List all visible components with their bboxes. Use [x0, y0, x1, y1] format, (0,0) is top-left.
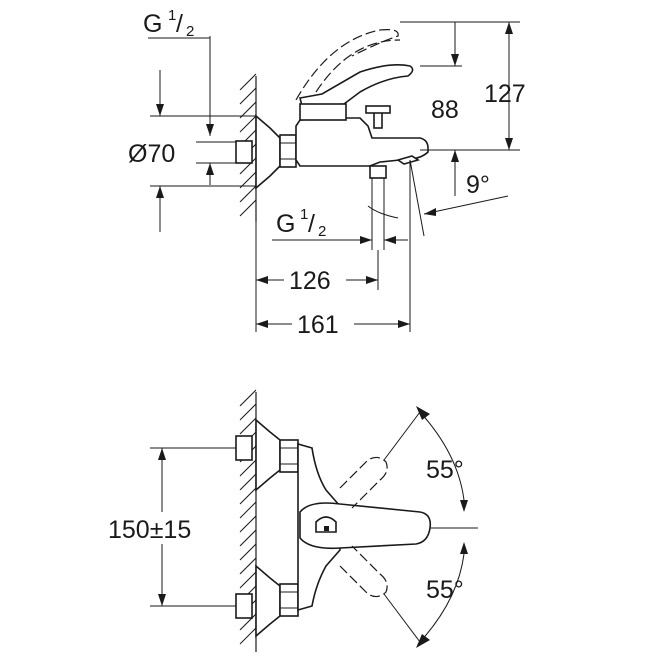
handle-indicator	[315, 516, 337, 533]
g-top-num: 1	[168, 7, 176, 24]
angle-lower-label: 55°	[426, 576, 464, 604]
spout-axis	[409, 159, 425, 237]
union-nut	[279, 134, 297, 168]
handle-rotated-up	[339, 456, 388, 509]
g-bottom-den: 2	[318, 223, 326, 240]
spacing-label: 150±15	[108, 516, 191, 544]
handle-dot	[324, 526, 329, 531]
g-top-slash: /	[176, 10, 183, 38]
upper-connector	[235, 435, 253, 461]
g-top-main: G	[143, 10, 162, 38]
angle-upper-label: 55°	[426, 456, 464, 484]
dim-88-label: 88	[431, 96, 459, 124]
hose-connector	[369, 165, 387, 179]
lower-flange	[255, 564, 281, 638]
g-top-den: 2	[186, 23, 194, 40]
diverter-knob	[365, 105, 391, 114]
dim-161-label: 161	[297, 311, 339, 339]
lever-base	[299, 103, 347, 121]
g-bottom-num: 1	[300, 206, 308, 223]
side-view: G 1 / 2 Ø70 88 127 9°	[128, 7, 526, 339]
angle-upper-arc	[419, 411, 465, 501]
wall-flange	[255, 114, 281, 190]
lower-connector	[235, 593, 253, 619]
front-handle	[299, 502, 432, 550]
angle-lower-ray	[383, 593, 421, 643]
dim-127-label: 127	[484, 80, 526, 108]
lever-swing-outline	[295, 29, 381, 101]
spout-outlet	[396, 155, 420, 165]
dim-126-label: 126	[289, 267, 331, 295]
g-bottom-main: G	[276, 210, 295, 238]
upper-nut	[279, 439, 299, 473]
angle-9-label: 9°	[466, 171, 490, 199]
diverter-stem	[373, 111, 383, 129]
front-view: 55° 55° 150±15	[104, 389, 478, 652]
lever-handle	[299, 64, 414, 107]
angle-upper-ray	[383, 411, 421, 461]
angle-lower-arc	[419, 553, 465, 643]
lower-nut	[279, 583, 299, 617]
diameter-label: Ø70	[128, 140, 175, 168]
angle-leader	[423, 195, 509, 215]
g-bottom-slash: /	[308, 210, 315, 238]
g-bottom-curve	[367, 205, 399, 219]
wall-connector	[235, 140, 253, 164]
upper-flange	[255, 418, 281, 492]
handle-rotated-down	[339, 545, 388, 598]
